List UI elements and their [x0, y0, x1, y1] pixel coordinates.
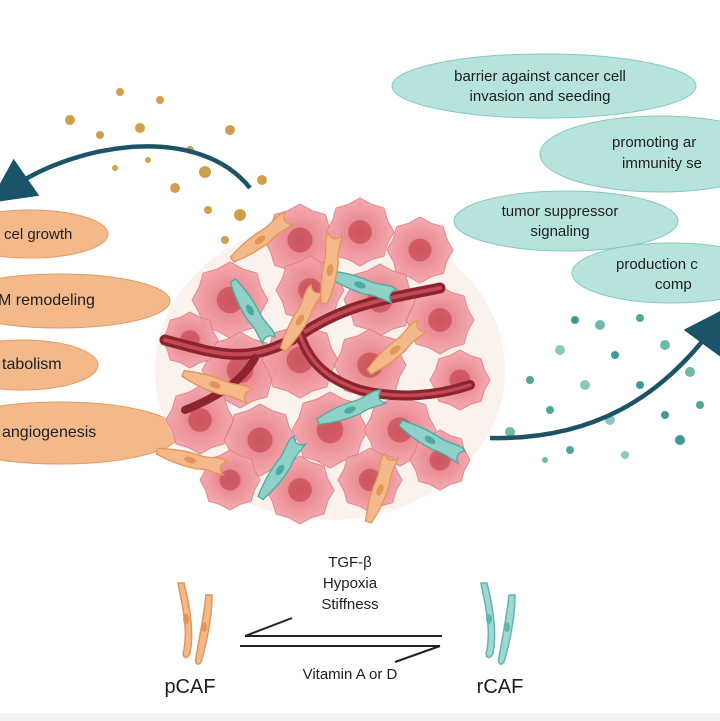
secreted-factor-dot — [675, 435, 685, 445]
secreted-factor-dot — [221, 236, 229, 244]
pill-immunity — [539, 115, 720, 193]
cancer-cell — [165, 385, 235, 455]
rcaf-icon — [480, 582, 516, 665]
secreted-factor-dot — [234, 209, 246, 221]
secreted-factor-dot — [685, 367, 695, 377]
pcaf-cell — [279, 283, 325, 352]
cancer-cell — [325, 197, 395, 267]
secreted-factor-dot — [156, 96, 164, 104]
secreted-factor-dot — [96, 131, 104, 139]
secreted-factor-dot — [595, 320, 605, 330]
pill-cell-growth — [0, 209, 109, 259]
reverse-factor: Vitamin A or D — [302, 666, 398, 683]
secreted-factor-dot — [225, 125, 235, 135]
antitumor-label-2a: tumor suppressor — [501, 203, 619, 220]
pill-production — [571, 242, 720, 304]
antitumor-label-1b: immunity se — [622, 155, 703, 172]
secreted-factor-dot — [257, 175, 267, 185]
secreted-factor-dot — [696, 401, 704, 409]
pcaf-label: pCAF — [164, 676, 216, 698]
antitumor-label-0b: invasion and seeding — [469, 88, 611, 105]
secreted-factor-dot — [542, 457, 548, 463]
pcaf-cell — [320, 231, 344, 305]
secreted-factor-dot — [199, 166, 211, 178]
antitumor-pills — [391, 53, 720, 304]
bottom-border — [0, 713, 720, 721]
tumor-mass — [155, 197, 505, 525]
secreted-factor-dot — [145, 157, 151, 163]
secreted-factor-dot — [546, 406, 554, 414]
protumor-label-2: tabolism — [2, 356, 62, 373]
antitumor-label-1a: promoting ar — [612, 134, 697, 151]
secreted-factor-dot — [661, 411, 669, 419]
protumor-pills — [0, 209, 181, 465]
secreted-factor-dot — [580, 380, 590, 390]
secreted-factor-dot — [65, 115, 75, 125]
protumor-label-3: angiogenesis — [2, 424, 97, 441]
secreted-factor-dot — [636, 381, 644, 389]
secreted-factor-dot — [611, 351, 619, 359]
secreted-factors — [65, 88, 704, 463]
pcaf-cell — [366, 319, 429, 375]
pill-barrier — [391, 53, 697, 119]
rcaf-label: rCAF — [476, 676, 524, 698]
antitumor-label-3a: production c — [616, 256, 698, 273]
secreted-factor-dot — [526, 376, 534, 384]
secreted-factor-dot — [116, 88, 124, 96]
pcaf-cell — [364, 452, 400, 524]
pill-ecm-remodeling — [0, 273, 171, 329]
cancer-cell — [386, 216, 454, 284]
secreted-factor-dot — [571, 316, 579, 324]
cancer-cell — [405, 285, 475, 355]
protumor-label-0: cel growth — [4, 226, 73, 243]
secreted-factor-dot — [566, 446, 574, 454]
left-curved-arrow — [0, 144, 252, 203]
antitumor-label-0a: barrier against cancer cell — [454, 68, 626, 85]
secreted-factor-dot — [636, 314, 644, 322]
forward-factor-2: Stiffness — [321, 596, 379, 613]
antitumor-label-2b: signaling — [530, 223, 590, 240]
protumor-label-1: M remodeling — [0, 292, 95, 309]
rcaf-cell — [229, 278, 276, 347]
rcaf-cell — [316, 389, 389, 426]
secreted-factor-dot — [505, 427, 515, 437]
secreted-factor-dot — [112, 165, 118, 171]
antitumor-label-3b: comp — [655, 276, 692, 293]
rcaf-cell — [398, 419, 467, 465]
secreted-factor-dot — [135, 123, 145, 133]
pcaf-cell — [229, 211, 296, 263]
secreted-factor-dot — [555, 345, 565, 355]
right-curved-arrow — [489, 306, 720, 441]
pcaf-icon — [177, 582, 213, 665]
secreted-factor-dot — [621, 451, 629, 459]
secreted-factor-dot — [660, 340, 670, 350]
rcaf-cell — [326, 269, 398, 305]
forward-factor-0: TGF-β — [328, 554, 372, 571]
pcaf-cell — [181, 369, 253, 405]
equilibrium-arrows — [240, 617, 442, 663]
blood-vessel — [298, 333, 472, 398]
cancer-cell — [429, 349, 491, 411]
secreted-factor-dot — [170, 183, 180, 193]
pill-tumor-suppressor — [453, 190, 679, 252]
secreted-factor-dot — [204, 206, 212, 214]
forward-factor-1: Hypoxia — [322, 575, 378, 592]
rcaf-cell — [257, 434, 308, 501]
pill-metabolism — [0, 339, 99, 391]
pcaf-cell — [155, 447, 229, 477]
